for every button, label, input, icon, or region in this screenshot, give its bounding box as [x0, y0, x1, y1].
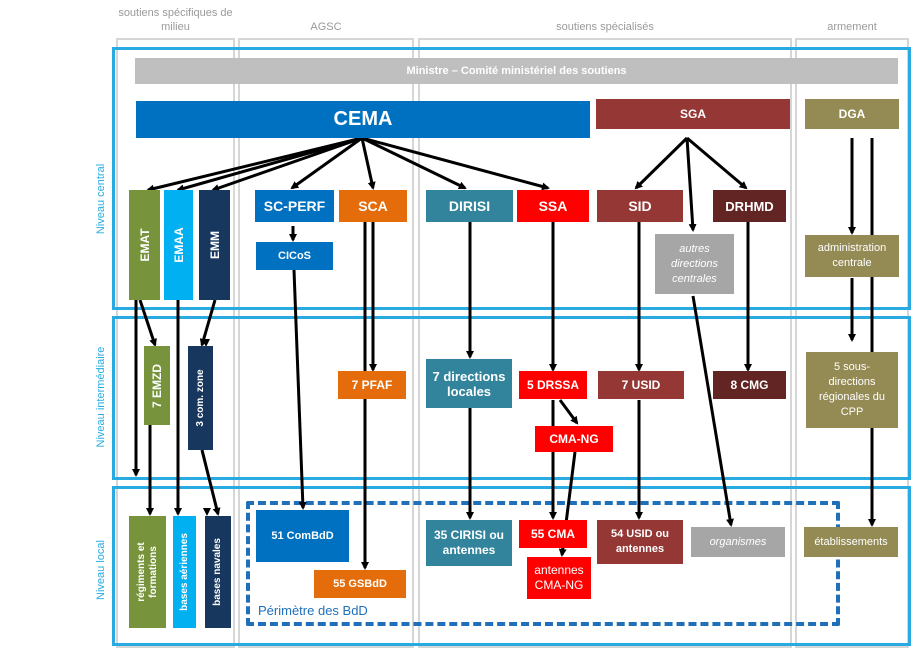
cma55-box: 55 CMA: [519, 520, 587, 548]
drssa-box: 5 DRSSA: [519, 371, 587, 399]
combdd-box: 51 ComBdD: [256, 510, 349, 562]
usid-antennes-box: 54 USID ou antennes: [597, 520, 683, 564]
emzd-label: 7 EMZD: [150, 363, 164, 408]
usid-box: 7 USID: [598, 371, 684, 399]
scperf-box: SC-PERF: [255, 190, 334, 222]
level-intermediaire-box: [112, 316, 911, 480]
column-header-armement: armement: [827, 21, 877, 33]
cirisi-box: 35 CIRISI ou antennes: [426, 520, 512, 566]
emaa-box: EMAA: [164, 190, 193, 300]
sid-box: SID: [597, 190, 683, 222]
dirisi-box: DIRISI: [426, 190, 513, 222]
etablissements-box: établissements: [804, 527, 898, 557]
drhmd-box: DRHMD: [713, 190, 786, 222]
cema-box: CEMA: [136, 101, 590, 138]
ministre-box: Ministre – Comité ministériel des soutie…: [135, 58, 898, 84]
antennes-cma-ng-box: antennes CMA-NG: [527, 557, 591, 599]
ssa-box: SSA: [517, 190, 589, 222]
emat-box: EMAT: [129, 190, 160, 300]
dga-box: DGA: [805, 99, 899, 129]
column-agsc: [238, 38, 414, 648]
autres-directions-box: autres directions centrales: [655, 234, 734, 294]
emaa-label: EMAA: [171, 227, 186, 263]
bases-navales-label: bases navales: [212, 538, 223, 606]
gsbdd-box: 55 GSBdD: [314, 570, 406, 598]
cmg-box: 8 CMG: [713, 371, 786, 399]
regiments-box: régiments et formations: [129, 516, 166, 628]
comzone-label: 3 com. zone: [194, 369, 206, 427]
perimetre-bdd-boundary: [246, 501, 840, 626]
column-specialises: [418, 38, 792, 648]
column-header-milieu: soutiens spécifiques de milieu: [118, 7, 233, 33]
level-central-box: [112, 47, 911, 310]
administration-centrale-box: administration centrale: [805, 235, 899, 277]
column-header-specialises: soutiens spécialisés: [556, 21, 654, 33]
emat-label: EMAT: [137, 228, 152, 262]
comzone-box: 3 com. zone: [188, 346, 213, 450]
emm-box: EMM: [199, 190, 230, 300]
perimetre-bdd-label: Périmètre des BdD: [258, 603, 368, 618]
regiments-label: régiments et formations: [135, 542, 159, 602]
bases-aeriennes-label: bases aériennes: [178, 533, 190, 611]
pfaf-box: 7 PFAF: [338, 371, 406, 399]
emm-label: EMM: [207, 231, 222, 259]
column-header-agsc: AGSC: [310, 21, 342, 33]
directions-locales-box: 7 directions locales: [426, 359, 512, 408]
emzd-box: 7 EMZD: [144, 346, 170, 425]
organismes-box: organismes: [691, 527, 785, 557]
bases-aeriennes-box: bases aériennes: [173, 516, 196, 628]
cpp-box: 5 sous-directions régionales du CPP: [806, 352, 898, 428]
cma-ng-box: CMA-NG: [535, 426, 613, 452]
cicos-box: CICoS: [256, 242, 333, 270]
level-local-box: [112, 486, 911, 646]
sga-box: SGA: [596, 99, 790, 129]
column-milieu: [116, 38, 235, 648]
bases-navales-box: bases navales: [205, 516, 231, 628]
sca-box: SCA: [339, 190, 407, 222]
